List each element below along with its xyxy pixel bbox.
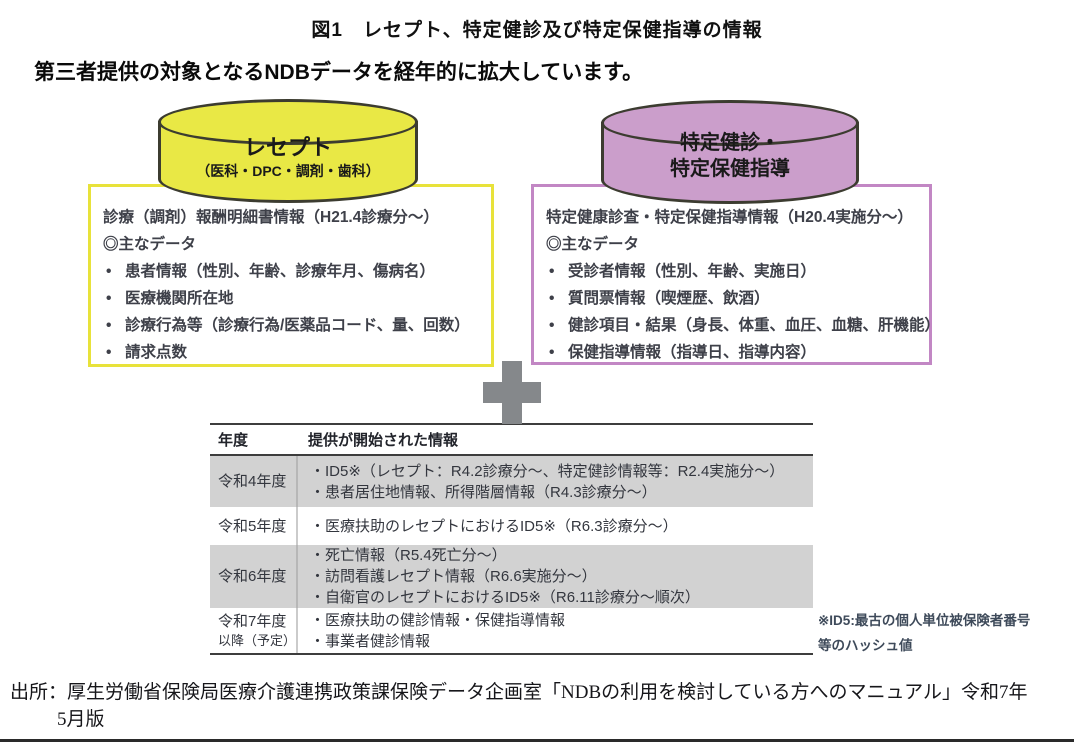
year-text: 令和6年度 [218,568,287,585]
table-row: 令和6年度 ・死亡情報（R5.4死亡分～） ・訪問看護レセプト情報（R6.6実施… [210,545,813,608]
plus-bar-vertical [502,361,522,424]
info-line: ・医療扶助の健診情報・保健指導情報 [310,611,566,629]
list-item-text: 質問票情報（喫煙歴、飲酒） [568,290,770,307]
year-cell: 令和7年度 以降（予定） [210,608,296,653]
cylinder-top-ellipse [601,100,859,146]
footnote-line2: 等のハッシュ値 [818,638,913,653]
table-row: 令和4年度 ・ID5※（レセプト：R4.2診療分～、特定健診情報等：R2.4実施… [210,456,813,507]
list-item: • 診療行為等（診療行為/医薬品コード、量、回数） [103,312,481,339]
receipt-cylinder-subtitle: （医科・DPC・調剤・歯科） [196,163,380,179]
info-cell: ・死亡情報（R5.4死亡分～） ・訪問看護レセプト情報（R6.6実施分～） ・自… [296,545,813,608]
year-text: 令和5年度 [218,517,287,535]
bullet-icon: • [106,344,112,361]
list-item: • 保健指導情報（指導日、指導内容） [546,339,919,366]
list-item: • 質問票情報（喫煙歴、飲酒） [546,285,919,312]
kenshin-cylinder-title-line1: 特定健診・ [680,132,780,154]
table-row: 令和5年度 ・医療扶助のレセプトにおけるID5※（R6.3診療分～） [210,507,813,545]
list-item-text: 保健指導情報（指導日、指導内容） [568,344,817,361]
header-info: 提供が開始された情報 [308,432,459,449]
receipt-database-cylinder: レセプト （医科・DPC・調剤・歯科） [158,99,418,203]
receipt-cylinder-label: レセプト （医科・DPC・調剤・歯科） [158,135,418,181]
kenshin-info-box: 特定健康診査・特定保健指導情報（H20.4実施分～） ◎主なデータ • 受診者情… [531,184,940,366]
info-line: ・訪問看護レセプト情報（R6.6実施分～） [310,568,597,585]
bullet-icon: • [106,317,112,334]
figure-title: 図1 レセプト、特定健診及び特定保健指導の情報 [311,20,763,41]
list-item: • 健診項目・結果（身長、体重、血圧、血糖、肝機能） [546,312,940,339]
list-item-text: 請求点数 [125,344,188,361]
list-item: • 患者情報（性別、年齢、診療年月、傷病名） [103,258,481,285]
kenshin-box-intro: 特定健康診査・特定保健指導情報（H20.4実施分～） [546,209,913,226]
source-line2: 5月版 [57,709,105,730]
kenshin-cylinder-label: 特定健診・ 特定保健指導 [601,130,859,182]
list-item: • 医療機関所在地 [103,285,481,312]
table-header-row: 年度 提供が開始された情報 [210,423,813,456]
table-body: 令和4年度 ・ID5※（レセプト：R4.2診療分～、特定健診情報等：R2.4実施… [210,456,813,655]
info-cell: ・医療扶助のレセプトにおけるID5※（R6.3診療分～） [296,507,813,545]
list-item-text: 診療行為等（診療行為/医薬品コード、量、回数） [125,317,470,334]
year-text: 令和7年度 [218,612,287,630]
kenshin-database-cylinder: 特定健診・ 特定保健指導 [601,100,859,204]
cylinder-top-ellipse [158,99,418,145]
year-cell: 令和6年度 [210,545,296,608]
info-cell: ・ID5※（レセプト：R4.2診療分～、特定健診情報等：R2.4実施分～） ・患… [296,456,813,507]
source-line1: 出所：厚生労働省保険局医療介護連携政策課保険データ企画室「NDBの利用を検討して… [10,682,1028,703]
id5-footnote: ※ID5:最古の個人単位被保険者番号 等のハッシュ値 [818,608,1064,658]
page-bottom-rule [0,739,1074,742]
info-cell: ・医療扶助の健診情報・保健指導情報 ・事業者健診情報 [296,608,813,653]
provision-timeline-table: 年度 提供が開始された情報 令和4年度 ・ID5※（レセプト：R4.2診療分～、… [210,423,813,655]
receipt-cylinder-title: レセプト [243,135,332,160]
plus-icon [483,361,541,424]
footnote-line1: ※ID5:最古の個人単位被保険者番号 [818,613,1031,628]
kenshin-box-data-label: ◎主なデータ [546,236,640,253]
lead-heading: 第三者提供の対象となるNDBデータを経年的に拡大しています。 [34,61,644,84]
kenshin-cylinder-title-line2: 特定保健指導 [670,158,790,180]
bullet-icon: • [106,263,112,280]
bullet-icon: • [549,263,555,280]
info-line: ・死亡情報（R5.4死亡分～） [310,547,507,564]
year-cell: 令和4年度 [210,456,296,507]
year-text-line2: 以降（予定） [218,632,297,648]
bullet-icon: • [549,344,555,361]
year-text: 令和4年度 [218,473,287,490]
info-line: ・事業者健診情報 [310,632,431,650]
info-line: ・ID5※（レセプト：R4.2診療分～、特定健診情報等：R2.4実施分～） [310,462,785,480]
bullet-icon: • [106,290,112,307]
list-item-text: 患者情報（性別、年齢、診療年月、傷病名） [125,263,436,280]
bullet-icon: • [549,317,555,334]
list-item-text: 医療機関所在地 [125,290,234,307]
year-cell: 令和5年度 [210,507,296,545]
info-line: ・患者居住地情報、所得階層情報（R4.3診療分～） [310,483,657,501]
receipt-box-data-label: ◎主なデータ [103,236,197,253]
info-line: ・自衛官のレセプトにおけるID5※（R6.11診療分～順次） [310,589,700,606]
list-item-text: 受診者情報（性別、年齢、実施日） [568,263,817,280]
list-item: • 受診者情報（性別、年齢、実施日） [546,258,919,285]
source-citation: 出所：厚生労働省保険局医療介護連携政策課保険データ企画室「NDBの利用を検討して… [10,679,1027,733]
table-row: 令和7年度 以降（予定） ・医療扶助の健診情報・保健指導情報 ・事業者健診情報 [210,608,813,653]
header-year: 年度 [218,432,249,449]
list-item-text: 健診項目・結果（身長、体重、血圧、血糖、肝機能） [568,317,941,334]
list-item: • 請求点数 [103,339,481,366]
info-line: ・医療扶助のレセプトにおけるID5※（R6.3診療分～） [310,517,678,535]
receipt-box-intro: 診療（調剤）報酬明細書情報（H21.4診療分～） [103,209,439,226]
receipt-info-box: 診療（調剤）報酬明細書情報（H21.4診療分～） ◎主なデータ • 患者情報（性… [88,184,494,367]
bullet-icon: • [549,290,555,307]
